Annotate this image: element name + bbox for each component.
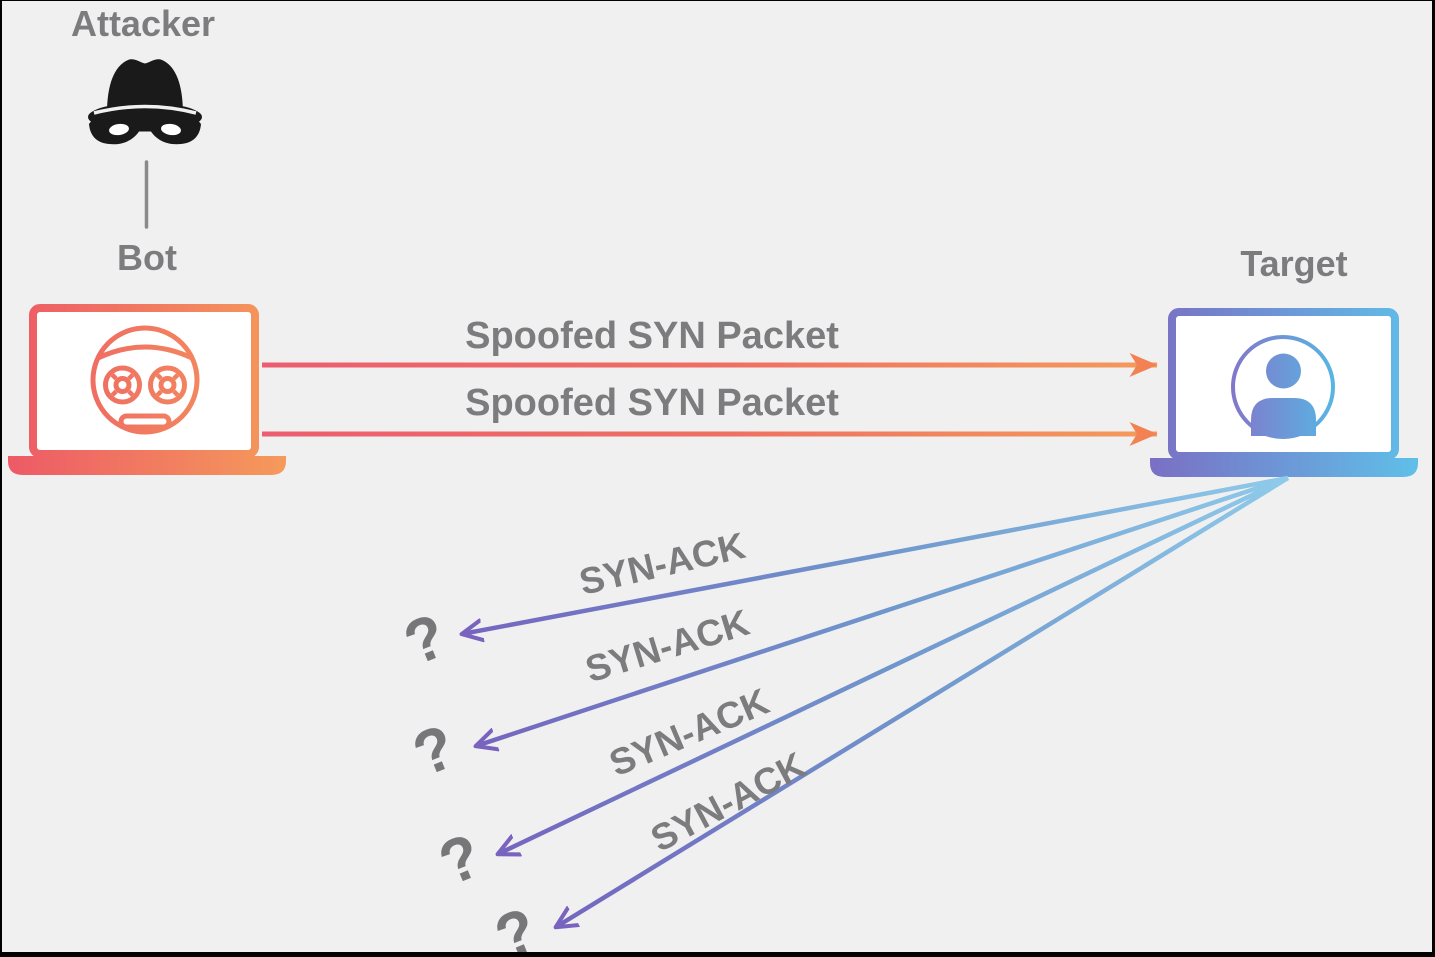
bot-laptop-screen (29, 304, 259, 458)
target-label: Target (1240, 243, 1347, 284)
spy-icon (88, 59, 202, 145)
syn-ack-arrow-2 (476, 475, 1289, 746)
syn-ack-arrow-3 (498, 475, 1289, 854)
syn-ack-label-1: SYN-ACK (575, 525, 749, 603)
target-laptop-base (1150, 458, 1418, 477)
spoofed-syn-packet-label-2: Spoofed SYN Packet (465, 382, 839, 424)
syn-ack-label-2: SYN-ACK (581, 602, 754, 691)
robot-laptop-icon (8, 304, 286, 475)
attacker-label: Attacker (71, 3, 215, 44)
bot-laptop-base (8, 456, 286, 475)
spoofed-syn-packet-label-1: Spoofed SYN Packet (465, 315, 839, 357)
user-icon (1231, 335, 1335, 439)
unknown-host-question-1: ? (395, 601, 456, 679)
unknown-host-question-3: ? (430, 821, 491, 899)
user-laptop-icon (1150, 308, 1418, 477)
syn-ack-arrow-1 (462, 475, 1289, 634)
unknown-host-question-2: ? (404, 712, 465, 790)
robot-face-icon (90, 325, 200, 435)
bot-label: Bot (117, 237, 177, 278)
unknown-host-question-4: ? (486, 895, 547, 957)
syn-ack-arrow-4 (556, 476, 1290, 927)
